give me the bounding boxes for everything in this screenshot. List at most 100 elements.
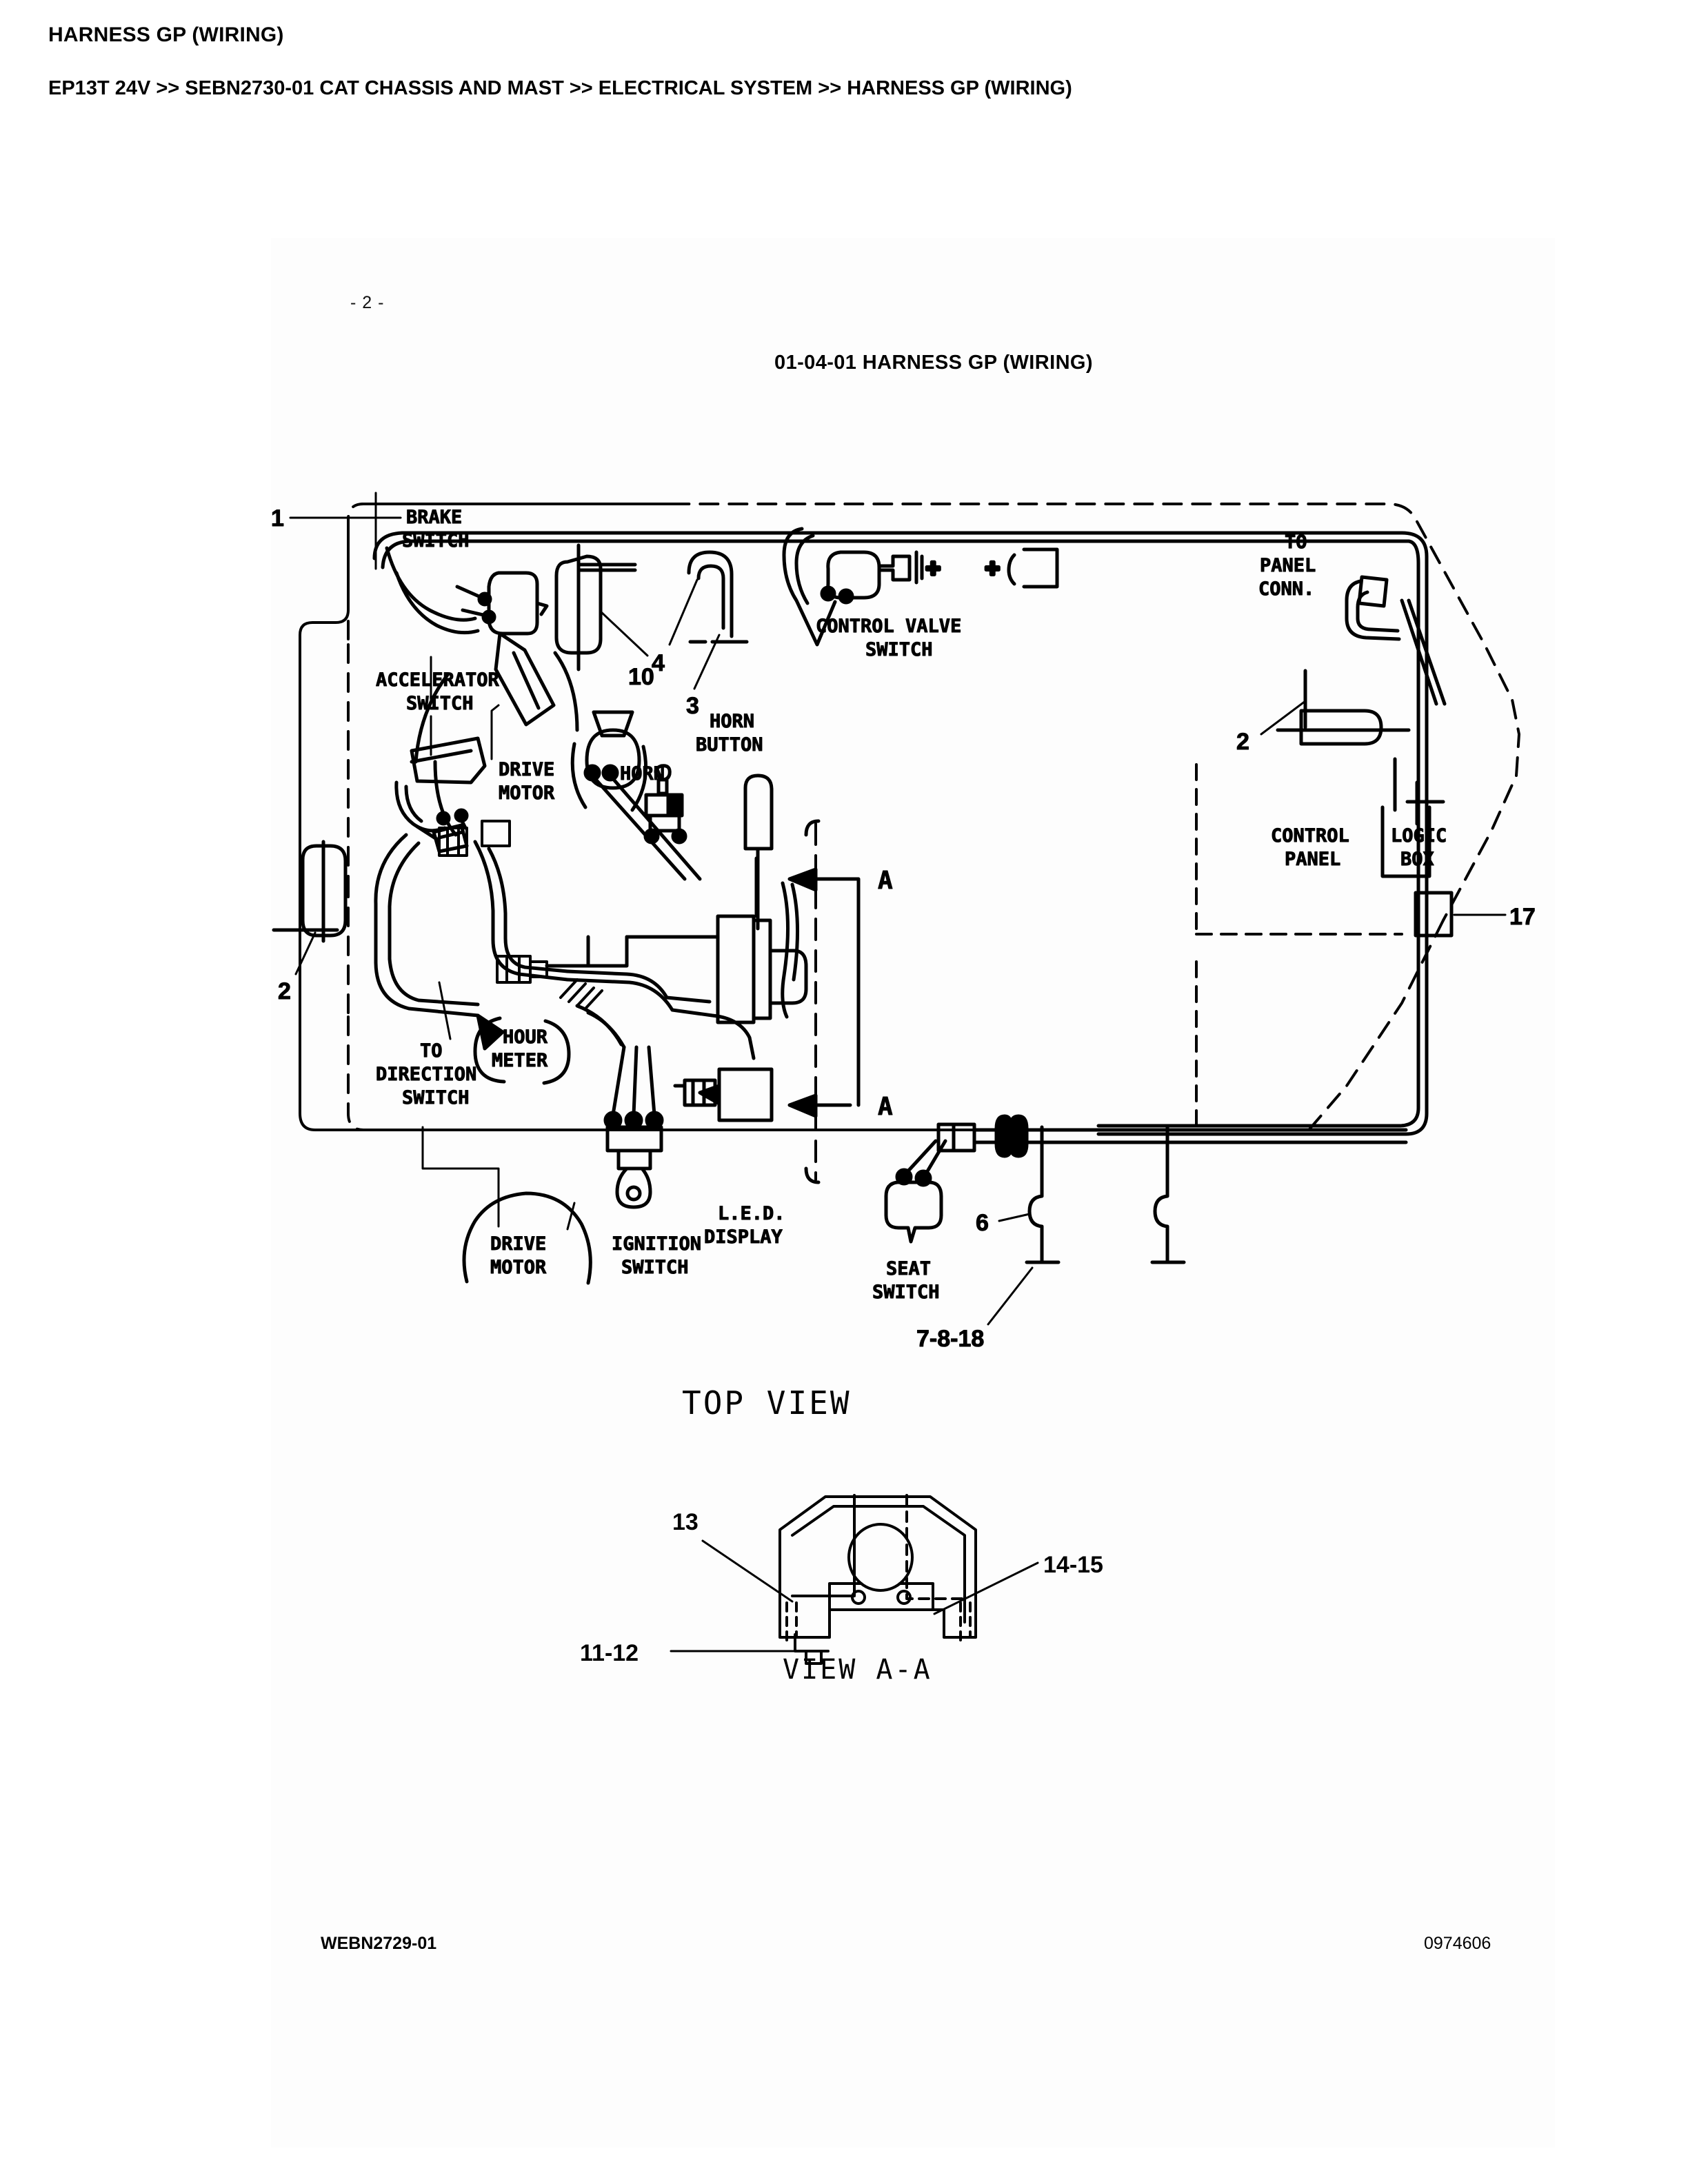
callout-2-right: 2 [1236,729,1249,755]
breadcrumb: EP13T 24V >> SEBN2730-01 CAT CHASSIS AND… [48,77,1072,99]
brake-switch-label-line2: SWITCH [402,530,470,552]
connector-2-right-symbol [1276,669,1411,746]
control-valve-switch-label-line1: CONTROL VALVE [816,616,961,637]
drive-motor-upper-label-line1: DRIVE [499,759,554,780]
hour-meter-label-line2: METER [492,1050,548,1071]
brake-switch-label-line1: BRAKE [406,507,462,528]
callout-1: 1 [271,505,284,532]
document-header: HARNESS GP (WIRING) EP13T 24V >> SEBN273… [48,23,1634,100]
drive-motor-lower-label-line2: MOTOR [490,1257,547,1278]
harness-mid-run [565,969,756,1060]
scanned-page-sheet: - 2 - 01-04-01 HARNESS GP (WIRING) [271,238,1555,2147]
accelerator-switch-label-line2: SWITCH [406,693,474,714]
callout-7-8-18-leader [987,1266,1034,1326]
control-panel-label-line1: CONTROL [1271,825,1349,847]
led-display-label-line2: DISPLAY [704,1226,783,1248]
to-panel-conn-label-line3: CONN. [1258,578,1314,600]
drive-motor-upper-symbol [494,631,579,732]
callout-11-12: 11-12 [580,1640,639,1666]
harness-trunk [372,531,1429,1136]
to-panel-conn-label-line2: PANEL [1260,555,1316,576]
to-panel-conn-label-line1: TO [1285,532,1307,553]
svg-text:+: + [985,554,999,582]
section-plane-hook [804,819,821,1184]
callout-3: 3 [686,693,699,719]
to-direction-switch-label-line1: TO [420,1040,443,1062]
logic-box-symbol [1380,757,1445,878]
harness-left-branches [374,673,570,1018]
instrument-cluster-symbol [545,856,808,1024]
ignition-switch-label-line1: IGNITION [612,1233,701,1255]
connector-17-symbol [1414,891,1454,938]
callout-17: 17 [1509,904,1536,930]
switch-device-symbol [643,764,687,845]
drive-motor-lower-symbol [462,1191,592,1285]
section-arrow-upper [787,867,861,1107]
svg-text:+: + [926,554,940,582]
sheet-title: 01-04-01 HARNESS GP (WIRING) [774,352,1093,374]
footer-document-code: WEBN2729-01 [321,1934,437,1953]
logic-box-label-line1: LOGIC [1391,825,1447,847]
section-mark-a-lower: A [878,1093,893,1121]
callout-13: 13 [672,1509,699,1535]
callout-10: 10 [628,664,654,690]
cable-wrap [559,978,603,1010]
section-mark-a-upper: A [878,867,893,895]
clip-second-symbol [1150,1125,1186,1264]
horn-wires [590,774,702,881]
inline-connector [481,820,511,847]
harness-bottom-run [936,1122,1408,1153]
sheet-footer: WEBN2729-01 0974606 [271,1934,1555,1961]
wiring-diagram: 1 BRAKE SWITCH [271,438,1555,1748]
callout-1-leader [289,492,402,570]
brake-switch-symbol [385,546,549,636]
horn-button-label-line1: HORN [710,711,754,732]
ignition-switch-symbol [603,1045,664,1209]
callout-4-leader [668,578,699,646]
chassis-solid-edges [299,503,1031,1131]
seat-switch-label-line1: SEAT [886,1258,931,1280]
drive-motor-lower-leader [421,1126,576,1231]
callout-4: 4 [652,650,665,676]
footer-part-number: 0974606 [1424,1934,1491,1953]
led-display-label-line1: L.E.D. [718,1203,785,1224]
inline-connector [496,955,548,984]
clip-6-symbol [1025,1125,1061,1264]
seat-switch-label-line2: SWITCH [872,1282,940,1303]
callout-14-15: 14-15 [1043,1552,1103,1578]
drive-motor-upper-label-line2: MOTOR [499,782,555,804]
control-panel-outline [1195,763,1403,1135]
drive-motor-upper-leader [490,704,500,760]
hook-3-4-symbol [687,550,749,644]
seat-switch-symbol [884,1139,947,1244]
grommet-symbol [994,1114,1029,1158]
hour-meter-label-line1: HOUR [503,1027,548,1048]
callout-2-left: 2 [278,978,291,1004]
to-direction-leader [438,981,452,1040]
led-display-symbol [673,1067,774,1122]
callout-10-leader [599,610,649,657]
inline-connector [438,827,468,857]
callout-6-leader [998,1213,1031,1222]
page-title: HARNESS GP (WIRING) [48,23,284,46]
to-direction-switch-label-line3: SWITCH [402,1087,470,1109]
view-aa-detail [670,1494,1039,1665]
ignition-switch-label-line2: SWITCH [621,1257,689,1278]
sheet-page-number: - 2 - [350,293,385,312]
to-panel-conn-symbol [1345,575,1447,706]
callout-7-8-18: 7-8-18 [916,1326,984,1352]
horn-button-symbol [743,774,774,931]
accelerator-switch-label-line1: ACCELERATOR [376,669,500,691]
control-valve-switch-label-line2: SWITCH [865,639,933,660]
drive-motor-lower-label-line1: DRIVE [490,1233,546,1255]
horn-button-label-line2: BUTTON [696,734,763,756]
hour-meter-symbol [473,1013,571,1085]
section-arrow-lower [787,1093,852,1118]
top-view-label: TOP VIEW [682,1384,852,1422]
callout-2-left-leader [294,931,316,975]
callout-2-right-leader [1260,700,1307,736]
callout-3-leader [693,634,721,690]
control-valve-switch-symbol: + + [782,527,1059,647]
clip-10-symbol [554,543,637,671]
control-panel-label-line2: PANEL [1285,849,1340,870]
